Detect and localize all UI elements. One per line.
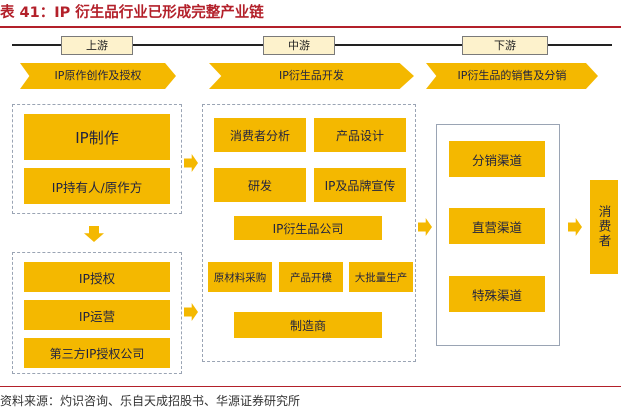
special-channel-box: 特殊渠道: [449, 276, 545, 312]
chevron-upstream: IP原作创作及授权: [20, 63, 176, 89]
raw-material-box: 原材料采购: [208, 262, 272, 292]
ip-derivative-company-box: IP衍生品公司: [234, 216, 382, 240]
down-arrow-icon: [84, 226, 104, 242]
ip-licensing-box: IP授权: [24, 262, 170, 292]
stage-tab-midstream: 中游: [263, 36, 335, 55]
consumer-box: 消费者: [590, 180, 618, 274]
ip-operation-box: IP运营: [24, 300, 170, 330]
manufacturer-box: 制造商: [234, 312, 382, 338]
product-design-box: 产品设计: [314, 118, 406, 152]
stage-tab-upstream: 上游: [61, 36, 133, 55]
distribution-channel-box: 分销渠道: [449, 141, 545, 177]
chevron-downstream: IP衍生品的销售及分销: [426, 63, 598, 89]
stage-tab-downstream: 下游: [462, 36, 548, 55]
page-title: 表 41：IP 衍生品行业已形成完整产业链: [0, 5, 264, 21]
rnd-box: 研发: [214, 168, 306, 202]
right-arrow-icon: [184, 154, 198, 172]
ip-holder-box: IP持有人/原作方: [24, 168, 170, 204]
chevron-midstream: IP衍生品开发: [209, 63, 414, 89]
ip-creation-box: IP制作: [24, 114, 170, 160]
consumer-analysis-box: 消费者分析: [214, 118, 306, 152]
right-arrow-icon: [568, 218, 582, 236]
third-party-licensing-box: 第三方IP授权公司: [24, 338, 170, 368]
consumer-label: 消费者: [596, 205, 612, 249]
mass-production-box: 大批量生产: [349, 262, 413, 292]
footer-divider: [0, 386, 621, 387]
right-arrow-icon: [418, 218, 432, 236]
ip-brand-promotion-box: IP及品牌宣传: [314, 168, 406, 202]
title-divider: [0, 26, 621, 28]
direct-channel-box: 直营渠道: [449, 208, 545, 244]
right-arrow-icon: [184, 303, 198, 321]
mold-box: 产品开模: [279, 262, 343, 292]
source-note: 资料来源：灼识咨询、乐自天成招股书、华源证券研究所: [0, 394, 301, 408]
